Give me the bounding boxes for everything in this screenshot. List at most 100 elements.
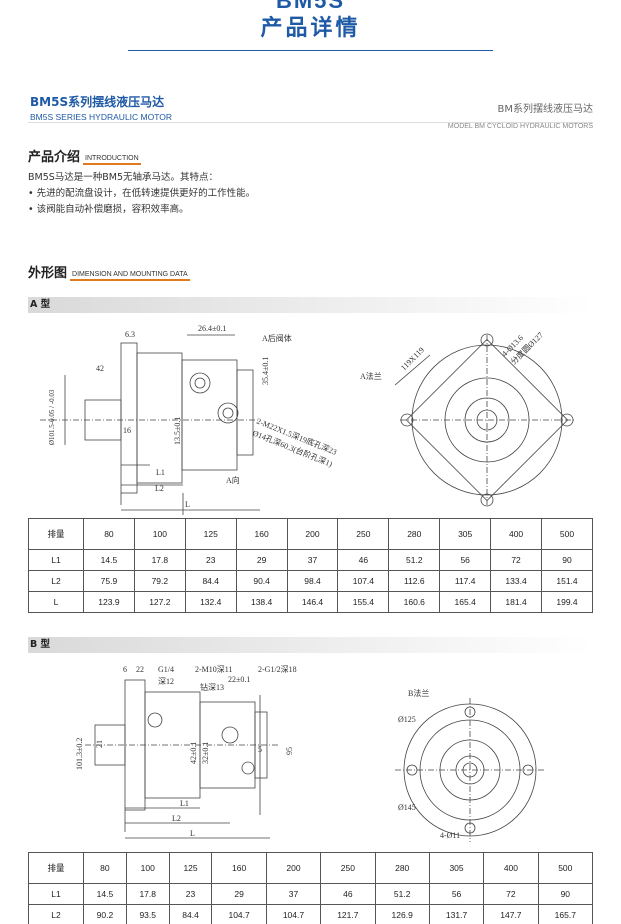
dim-label: 22	[136, 665, 144, 674]
m10-label: 2-M10深11	[195, 665, 232, 674]
table-cell: 104.7	[265, 904, 322, 924]
intro-line: • 先进的配流盘设计，在低转速提供更好的工作性能。	[28, 188, 256, 199]
table-cell: 160.6	[388, 591, 441, 613]
dimension-heading-en: DIMENSION AND MOUNTING DATA	[70, 271, 190, 281]
dim-label: 42±0.1	[189, 742, 198, 764]
table-header-row: 排量 80 100 125 160 200 250 280 305 400 50…	[28, 852, 594, 884]
table-cell: 56	[439, 549, 492, 571]
table-header-cell: 80	[83, 852, 127, 884]
table-cell: 138.4	[235, 591, 288, 613]
dim-label: Ø125	[398, 715, 416, 724]
table-cell: 117.4	[439, 570, 492, 592]
l1-label: L1	[180, 799, 189, 808]
table-cell: 51.2	[388, 549, 441, 571]
table-cell: 107.4	[337, 570, 390, 592]
table-cell: 132.4	[184, 591, 237, 613]
m10-depth-label: 钻深13	[200, 682, 224, 692]
table-cell: 90.2	[83, 904, 127, 924]
table-cell: 90	[541, 549, 593, 571]
table-row-name: L1	[28, 883, 84, 905]
table-cell: 133.4	[490, 570, 543, 592]
table-row-name: L2	[28, 570, 84, 592]
table-cell: 46	[320, 883, 376, 905]
series-subtitle-right-cn: BM系列摆线液压马达	[497, 104, 594, 115]
table-cell: 17.8	[133, 549, 186, 571]
table-cell: 37	[265, 883, 322, 905]
table-cell: 14.5	[83, 883, 127, 905]
dim-label: 95	[285, 747, 294, 755]
table-cell: 127.2	[133, 591, 186, 613]
table-header-cell: 125	[184, 518, 237, 550]
table-header-cell: 400	[490, 518, 543, 550]
type-b-drawing: 6 22 G1/4 深12 2-M10深11 钻深13 22±0.1 2-G1/…	[75, 665, 545, 842]
series-subtitle-cn: BM5S系列摆线液压马达	[30, 95, 165, 109]
dimension-heading-cn: 外形图	[28, 266, 68, 281]
table-header-cell: 250	[337, 518, 390, 550]
intro-line: • 该阀能自动补偿磨损，容积效率高。	[28, 204, 189, 215]
dim-label: Ø145	[398, 803, 416, 812]
dim-label: 35.4±0.1	[261, 357, 270, 385]
table-cell: 56	[428, 883, 485, 905]
table-row-name: L	[28, 591, 84, 613]
table-cell: 46	[337, 549, 390, 571]
intro-heading-cn: 产品介绍	[28, 150, 81, 165]
dim-label: 32±0.1	[201, 742, 210, 764]
l2-label: L2	[155, 484, 164, 493]
dim-label: 6.3	[125, 330, 135, 339]
table-cell: 75.9	[83, 570, 135, 592]
flange-label: B法兰	[408, 688, 429, 698]
table-cell: 29	[235, 549, 288, 571]
table-header-cell: 100	[125, 852, 170, 884]
table-header-cell: 500	[537, 852, 594, 884]
page-banner: BM5S 产品详情	[0, 0, 621, 60]
table-cell: 181.4	[490, 591, 543, 613]
table-cell: 98.4	[286, 570, 339, 592]
table-cell: 90	[537, 883, 594, 905]
dim-label: 5	[258, 745, 262, 754]
table-row: L1 14.5 17.8 23 29 37 46 51.2 56 72 90	[28, 883, 594, 905]
table-header-cell: 160	[235, 518, 288, 550]
series-subtitle: BM5S系列摆线液压马达 BM5S SERIES HYDRAULIC MOTOR	[30, 93, 172, 122]
table-cell: 93.5	[125, 904, 170, 924]
table-cell: 23	[168, 883, 213, 905]
table-header-cell: 125	[168, 852, 213, 884]
type-b-bar: B 型	[28, 637, 593, 653]
table-header-row: 排量 80 100 125 160 200 250 280 305 400 50…	[28, 518, 593, 550]
table-cell: 72	[490, 549, 543, 571]
g14-label: G1/4	[158, 665, 174, 674]
dim-label: 16	[123, 426, 131, 435]
table-header-cell: 排量	[28, 518, 84, 550]
table-cell: 131.7	[428, 904, 485, 924]
table-header-cell: 280	[388, 518, 441, 550]
table-row-name: L1	[28, 549, 84, 571]
table-cell: 199.4	[541, 591, 593, 613]
table-row: L 123.9 127.2 132.4 138.4 146.4 155.4 16…	[28, 591, 593, 613]
table-header-cell: 305	[439, 518, 492, 550]
l2-label: L2	[172, 814, 181, 823]
type-a-spec-table: 排量 80 100 125 160 200 250 280 305 400 50…	[28, 518, 593, 613]
dim-label: 21	[95, 740, 104, 748]
series-subtitle-en: BM5S SERIES HYDRAULIC MOTOR	[30, 112, 173, 122]
table-cell: 104.7	[211, 904, 267, 924]
g12-label: 2-G1/2深18	[258, 665, 297, 674]
rear-housing-label: A后阀体	[262, 333, 292, 343]
holes-label: 4-Ø11	[440, 831, 460, 840]
table-row: L1 14.5 17.8 23 29 37 46 51.2 56 72 90	[28, 549, 593, 571]
series-subtitle-right: BM系列摆线液压马达 MODEL BM CYCLOID HYDRAULIC MO…	[448, 100, 593, 130]
table-cell: 155.4	[337, 591, 390, 613]
banner-partial-title: BM5S	[275, 0, 346, 13]
table-cell: 79.2	[133, 570, 186, 592]
table-header-cell: 80	[83, 518, 135, 550]
table-cell: 151.4	[541, 570, 593, 592]
table-cell: 165.7	[537, 904, 594, 924]
dim-label: 101.3±0.2	[75, 738, 84, 770]
l-label: L	[190, 829, 195, 838]
table-header-cell: 305	[428, 852, 485, 884]
g14-depth-label: 深12	[158, 677, 174, 686]
table-cell: 165.4	[439, 591, 492, 613]
table-cell: 37	[286, 549, 339, 571]
intro-heading-en: INTRODUCTION	[83, 155, 141, 165]
table-cell: 90.4	[235, 570, 288, 592]
